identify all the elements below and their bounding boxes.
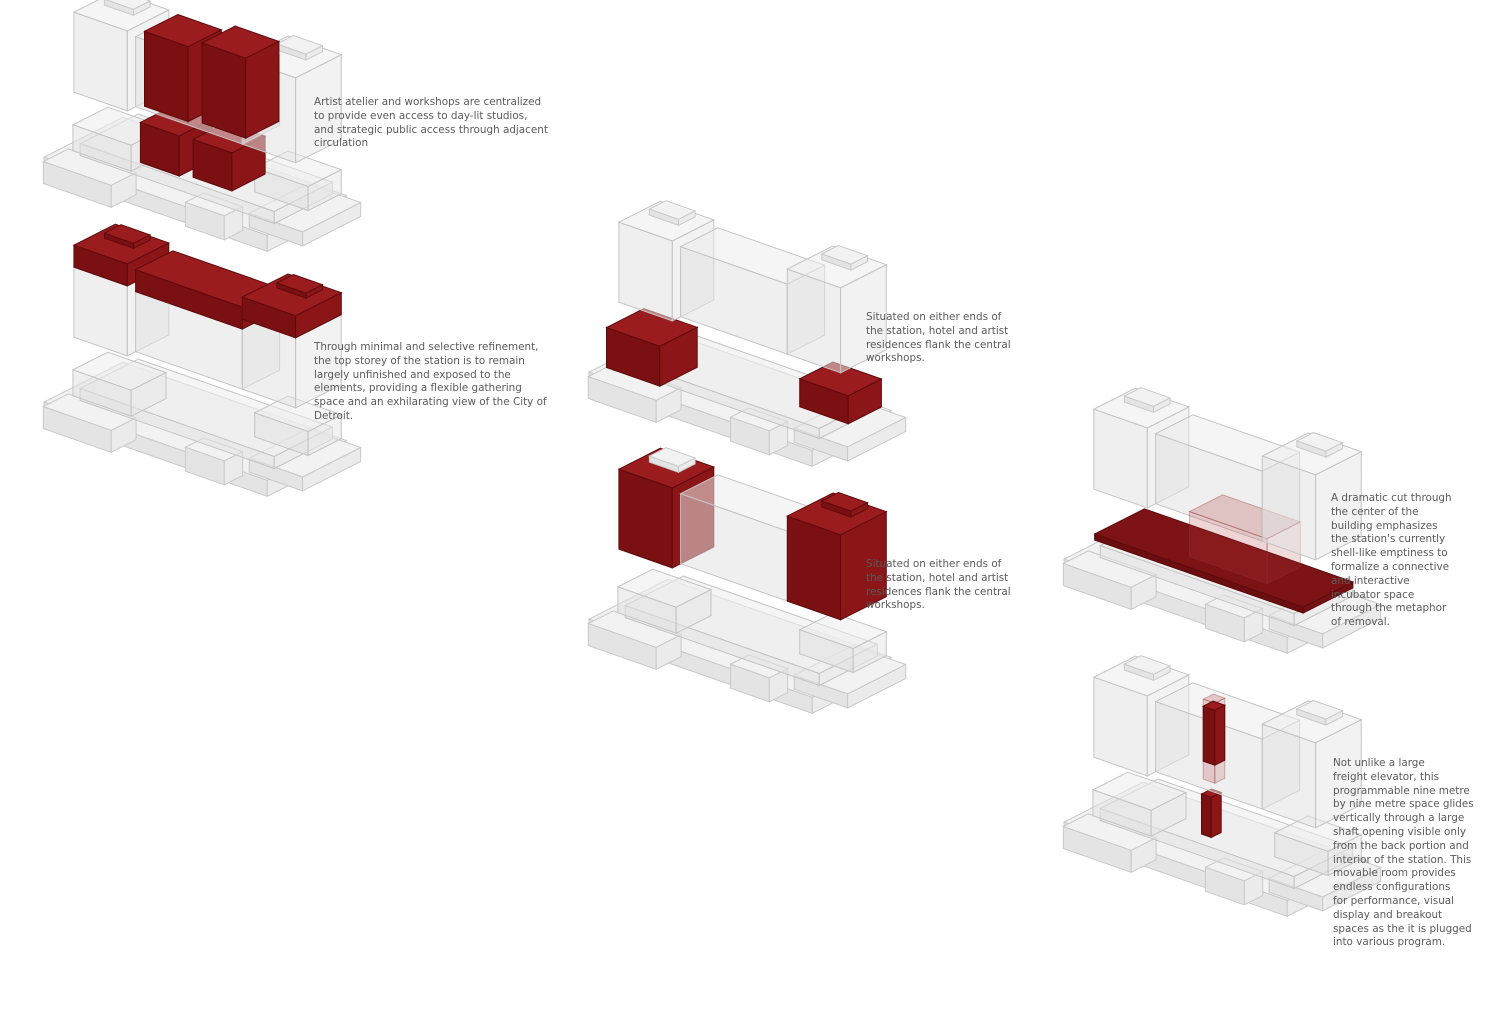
- platform-block-right: [253, 150, 343, 212]
- roof-stair-left: [1123, 387, 1172, 414]
- roof-stair-right: [275, 34, 324, 61]
- caption-hotel-residences-upper: Situated on either ends of the station, …: [866, 558, 1011, 612]
- podium-wing-right: [1204, 857, 1264, 906]
- massing-diagram-workshops: [42, 0, 362, 253]
- roof-stair-left: [103, 0, 152, 17]
- roof-stair-left: [1123, 655, 1172, 682]
- podium-wing-left: [42, 393, 138, 454]
- caption-central-cut: A dramatic cut through the center of the…: [1331, 492, 1452, 629]
- podium-wing-left: [1062, 550, 1158, 611]
- caption-hotel-residences-lower: Situated on either ends of the station, …: [866, 311, 1011, 365]
- platform-block-left: [1091, 771, 1188, 838]
- roof-stair-right: [1295, 699, 1344, 726]
- massing-diagram-hotel-residences-upper: [587, 447, 907, 715]
- tower-end-right: [1261, 432, 1363, 561]
- podium-wing-left: [1062, 813, 1158, 874]
- elevator-lower: [1200, 788, 1223, 839]
- roof-stair-right: [275, 273, 324, 299]
- residence-upper-right: [786, 492, 888, 621]
- cut-floor-plate: [1093, 508, 1355, 614]
- caption-workshops: Artist atelier and workshops are central…: [314, 96, 548, 150]
- podium-wing-right: [729, 654, 789, 703]
- elevator-room: [1201, 700, 1227, 767]
- massing-diagram-central-cut: [1062, 387, 1382, 655]
- podium-wing-right: [184, 192, 244, 241]
- residence-lower-right: [798, 361, 883, 425]
- massing-diagram-hotel-residences-lower: [587, 200, 907, 468]
- platform-block-left: [71, 351, 168, 418]
- roof-stair-left: [103, 224, 152, 250]
- podium-wing-left: [587, 363, 683, 424]
- podium-wing-right: [729, 407, 789, 456]
- roof-stair-left: [648, 200, 697, 227]
- caption-freight-elevator: Not unlike a large freight elevator, thi…: [1333, 757, 1474, 949]
- tower-end-right: [786, 245, 888, 374]
- podium-wing-right: [1204, 594, 1264, 643]
- platform-block-left: [616, 568, 713, 635]
- roof-stair-right: [1295, 431, 1344, 458]
- massing-diagram-freight-elevator: [1062, 655, 1382, 918]
- caption-top-storey: Through minimal and selective refinement…: [314, 341, 547, 422]
- platform-block-right: [1273, 815, 1363, 877]
- workshop-upper-b: [200, 25, 281, 140]
- platform-block-right: [798, 612, 888, 674]
- hotel-lower-left: [605, 308, 699, 388]
- roof-stair-right: [820, 491, 869, 518]
- podium-wing-left: [587, 610, 683, 671]
- platform-block-right: [253, 395, 343, 457]
- roof-stair-right: [820, 244, 869, 271]
- massing-diagram-top-storey: [42, 223, 362, 498]
- roof-stair-left: [648, 447, 697, 474]
